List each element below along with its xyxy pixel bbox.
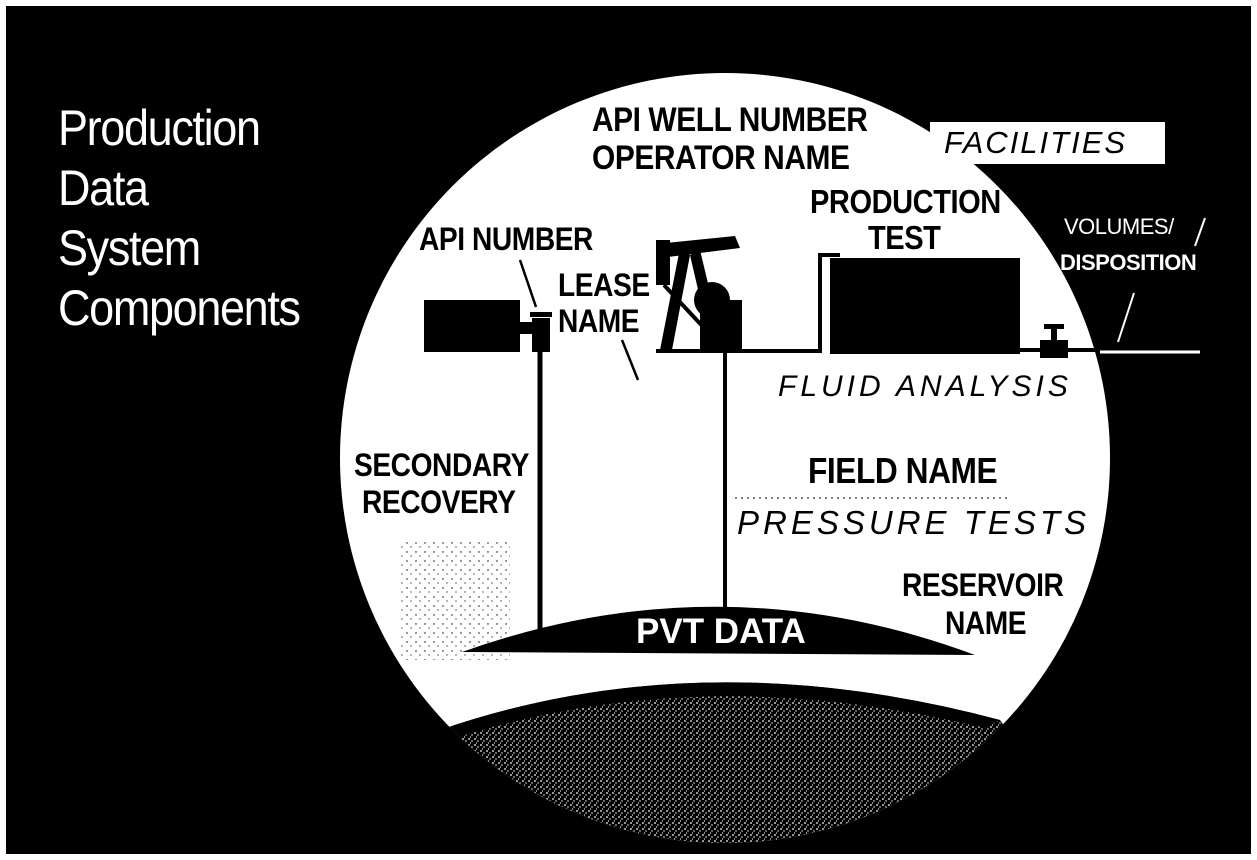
title-line: System	[58, 220, 201, 276]
secondary-recovery-label-2: RECOVERY	[362, 484, 516, 520]
operator-name-label: OPERATOR NAME	[592, 139, 850, 177]
lower-rock-shade	[440, 682, 1000, 738]
api-wellhead	[532, 318, 550, 352]
api-number-leader	[518, 259, 538, 308]
title-line: Production	[58, 100, 261, 156]
production-test-label-1: PRODUCTION	[810, 183, 1001, 220]
reservoir-name-label-1: RESERVOIR	[902, 567, 1064, 603]
title-line: Components	[58, 280, 301, 336]
lease-name-label-1: LEASE	[558, 267, 650, 303]
fluid-analysis-label: FLUID ANALYSIS	[778, 370, 1072, 403]
left-building	[424, 300, 520, 352]
pvt-data-label: PVT DATA	[636, 612, 806, 651]
valve-icon	[1040, 324, 1068, 358]
reservoir-name-label-2: NAME	[945, 605, 1027, 641]
facilities-label: FACILITIES	[944, 125, 1128, 160]
lease-name-label-2: NAME	[558, 303, 640, 339]
page-title: Production Data System Components	[58, 98, 301, 338]
reservoir-dome	[462, 606, 975, 655]
production-test-label-2: TEST	[868, 219, 941, 256]
volumes-slash	[1194, 217, 1206, 247]
volumes-leader	[1117, 292, 1135, 343]
secondary-recovery-label-1: SECONDARY	[354, 447, 529, 483]
pressure-tests-label: PRESSURE TESTS	[737, 504, 1091, 541]
wellhead-cap	[530, 312, 552, 317]
pump-jack	[656, 236, 742, 352]
api-well-number-label: API WELL NUMBER	[592, 101, 868, 139]
facilities-label-bg	[930, 122, 1165, 164]
volumes-label-1: VOLUMES/	[1064, 214, 1174, 239]
title-line: Data	[58, 160, 149, 216]
volumes-label-2: DISPOSITION	[1060, 250, 1197, 275]
ground-texture	[400, 540, 510, 660]
tank-battery	[830, 258, 1020, 354]
production-test-pipe	[818, 253, 840, 351]
api-number-label: API NUMBER	[419, 221, 593, 257]
field-name-label: FIELD NAME	[808, 450, 998, 491]
lease-name-leader	[620, 339, 640, 381]
